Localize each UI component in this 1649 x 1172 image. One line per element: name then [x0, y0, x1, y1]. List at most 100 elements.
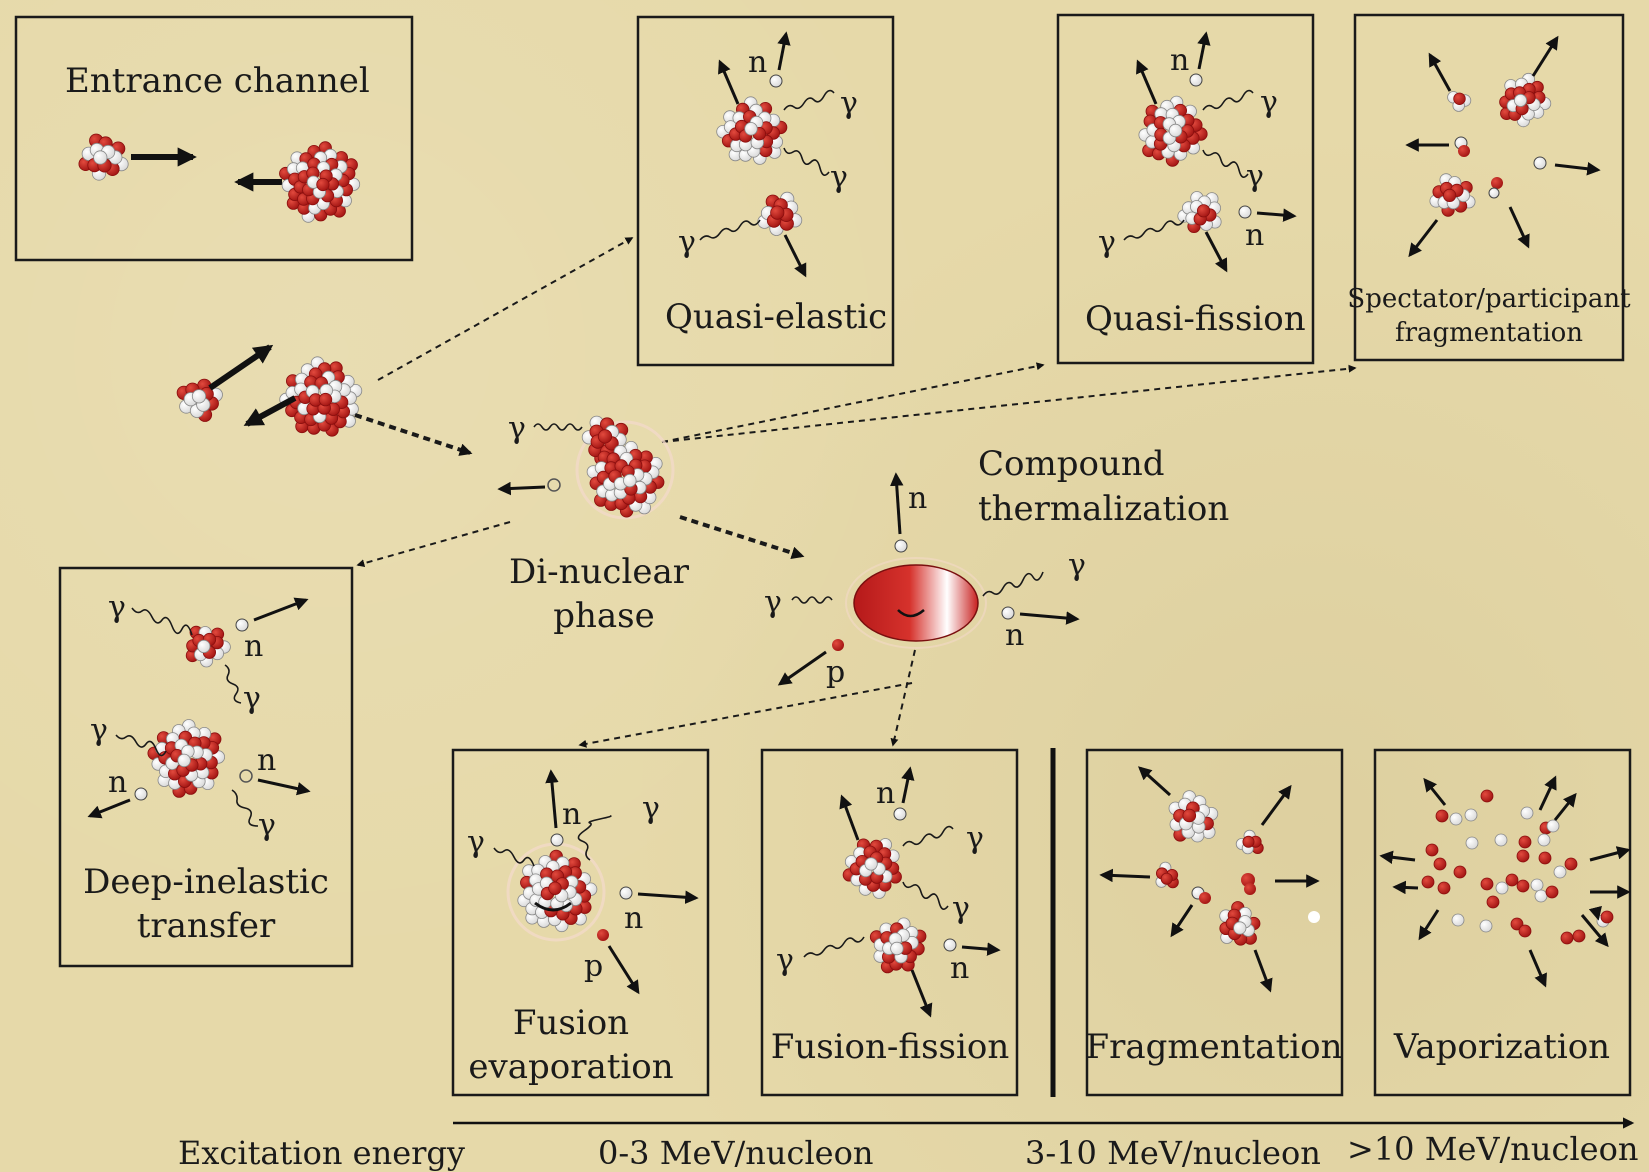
nucleon-icon [1425, 843, 1439, 857]
nucleon-icon [1486, 895, 1500, 909]
neutron-label: n [1170, 43, 1189, 78]
neutron-label: n [562, 797, 581, 832]
nucleus-icon [1177, 191, 1222, 233]
nucleus-icon [842, 838, 902, 899]
neutron-label: n [1245, 218, 1264, 253]
gamma-ray-icon [783, 89, 835, 111]
nucleon-icon [1534, 889, 1548, 903]
axis-label-high: >10 MeV/nucleon [1347, 1130, 1638, 1168]
gamma-ray-icon [791, 596, 833, 604]
compound-nucleus-icon [853, 564, 979, 642]
dinuclear-label-line1: Di-nuclear [509, 552, 690, 592]
arrow-icon [607, 945, 640, 995]
nucleon-icon [1530, 878, 1544, 892]
nucleon-icon [1197, 204, 1211, 218]
transition-arrow [377, 237, 634, 381]
nucleus-icon [1499, 72, 1552, 128]
neutron-label: n [876, 776, 895, 811]
arrow-icon [1137, 766, 1172, 797]
arrow-icon [1531, 35, 1559, 77]
nucleon-icon [1516, 879, 1530, 893]
vaporization-label: Vaporization [1393, 1027, 1610, 1067]
proton-label: p [826, 655, 845, 690]
quasi-fission-scene: n γ γ n γ [1098, 31, 1297, 273]
gamma-label: γ [258, 808, 276, 843]
nucleon-icon [1537, 833, 1551, 847]
gamma-ray-icon [783, 147, 830, 176]
fragmentation-scene [1099, 766, 1320, 993]
nucleon-icon [1168, 123, 1183, 138]
transition-arrow [661, 364, 1357, 443]
arrow-icon [1554, 162, 1601, 176]
gamma-ray-icon [231, 789, 259, 827]
nucleon-icon [1464, 808, 1478, 822]
spectator-label-line1: Spectator/participant [1347, 284, 1631, 314]
gamma-ray-icon [224, 664, 242, 704]
gamma-ray-icon [1123, 219, 1185, 241]
arrow-icon [839, 794, 860, 841]
nucleon-icon [1242, 835, 1255, 848]
neutron-label: n [257, 743, 276, 778]
nucleon-icon [316, 177, 330, 192]
nucleon-icon [1479, 919, 1493, 933]
arrow-icon [1099, 868, 1151, 883]
gamma-label: γ [1068, 548, 1086, 583]
entrance-channel-label: Entrance channel [65, 61, 370, 101]
nucleon-icon [1572, 929, 1586, 943]
nucleon-icon [1488, 187, 1500, 199]
gamma-ray-icon [902, 881, 949, 910]
nucleon-icon [623, 473, 637, 488]
nucleon-icon [239, 769, 253, 783]
arrow-icon [243, 395, 297, 427]
neutron-label: n [108, 765, 127, 800]
dinuclear-label-line2: phase [553, 596, 655, 636]
nucleon-icon [134, 787, 148, 801]
gamma-label: γ [90, 713, 108, 748]
neutron-label: n [624, 901, 643, 936]
nucleon-icon [1546, 819, 1560, 833]
dinuclear-system: γ Di-nuclear phase [497, 411, 690, 636]
box-quasi-elastic: Quasi-elastic [636, 15, 895, 367]
transition-arrow [578, 682, 913, 748]
nucleon-icon [1182, 808, 1197, 823]
nucleon-icon [770, 205, 785, 220]
nucleon-icon [890, 941, 904, 956]
arrow-icon [1423, 777, 1447, 806]
arrow-icon [1260, 784, 1292, 826]
gamma-label: γ [764, 585, 782, 620]
arrow-icon [253, 597, 309, 622]
nucleus-icon [869, 917, 927, 974]
excitation-energy-axis: Excitation energy 0-3 MeV/nucleon 3-10 M… [178, 1117, 1638, 1172]
nucleon-icon [1600, 910, 1614, 924]
box-deep-inelastic: Deep-inelastic transfer [58, 566, 354, 968]
nucleon-icon [1238, 205, 1252, 219]
neutron-label: n [244, 629, 263, 664]
arrow-icon [901, 766, 915, 804]
arrow-icon [1553, 792, 1577, 821]
neutron-label: n [1005, 618, 1024, 653]
arrow-icon [208, 344, 274, 391]
arrow-icon [1379, 850, 1416, 865]
nucleon-icon [1453, 865, 1467, 879]
arrow-icon [637, 890, 699, 904]
nucleon-icon [1435, 809, 1449, 823]
nucleon-icon [550, 833, 564, 847]
nucleon-icon [1514, 93, 1528, 107]
fragmentation-label: Fragmentation [1086, 1027, 1343, 1067]
nucleon-icon [1451, 913, 1465, 927]
arrow-icon [87, 798, 131, 819]
arrow-icon [1588, 905, 1602, 921]
nucleus-icon [1168, 790, 1219, 843]
nucleon-icon [893, 807, 907, 821]
arrow-icon [1589, 846, 1631, 862]
nucleon-icon [619, 886, 633, 900]
nucleon-icon [1510, 917, 1524, 931]
nucleus-icon [757, 191, 803, 236]
nucleon-icon [1520, 806, 1534, 820]
arrow-icon [1170, 904, 1194, 938]
nucleus-icon [147, 719, 226, 798]
nucleon-icon [1516, 849, 1530, 863]
gamma-ray-icon [699, 219, 761, 241]
arrow-icon [910, 969, 933, 1018]
nucleon-icon [1494, 833, 1508, 847]
